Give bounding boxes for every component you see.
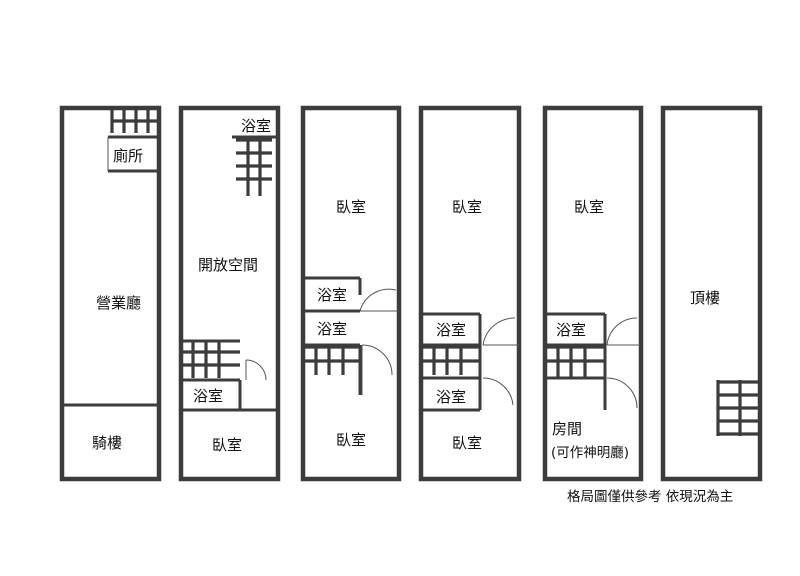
floor-2-open-space-label: 開放空間 [198, 256, 258, 274]
floor-5-stairs [545, 345, 605, 378]
floor-2-lower-bath-label: 浴室 [193, 387, 223, 405]
floor-5-outline [542, 105, 644, 482]
floor-5-room-label: 房間 [552, 420, 582, 438]
floor-3-bath1-label: 浴室 [317, 286, 347, 304]
floor-2-upper-stairs [236, 138, 272, 196]
floor-3-bath2-label: 浴室 [317, 320, 347, 338]
roof-stairs [716, 380, 758, 436]
floor-2-bedroom-label: 臥室 [212, 436, 242, 454]
floor-4-stairs [421, 345, 480, 375]
disclaimer-note: 格局圖僅供參考 依現況為主 [567, 489, 733, 505]
floor-3-plan: 臥室 浴室 浴室 臥室 [300, 105, 402, 482]
floor-1-toilet-label: 廁所 [113, 147, 143, 165]
floor-3-stairs [303, 345, 360, 375]
floor-2-door-swing [245, 359, 267, 381]
floor-1-main-hall-label: 營業廳 [96, 294, 141, 312]
floor-1-arcade-label: 騎樓 [92, 434, 122, 452]
floor-3-bath1-door-swing [359, 288, 397, 312]
floor-3-bottom-bedroom-label: 臥室 [336, 431, 366, 449]
floor-3-bath2-door-swing [361, 344, 393, 376]
floor-4-bath1-door-swing [482, 317, 516, 346]
floor-4-bath1-label: 浴室 [436, 321, 466, 339]
floor-3-outline [300, 105, 402, 482]
floor-2-plan: 浴室 開放空間 浴室 臥室 [178, 105, 281, 482]
floor-5-top-bedroom-label: 臥室 [574, 198, 604, 216]
floor-4-bath2-door-swing [482, 377, 514, 406]
floor-5-bath-door-swing [606, 317, 638, 346]
floor-3-top-bedroom-label: 臥室 [336, 198, 366, 216]
floor-4-outline [418, 105, 522, 482]
floor-5-plan: 臥室 浴室 房間 (可作神明廳) [542, 105, 644, 482]
floor-5-room-door-swing [606, 377, 638, 409]
floor-1-plan: 營業廳 廁所 騎樓 [59, 105, 162, 482]
floor-5-bath-label: 浴室 [556, 321, 586, 339]
floor-2-top-bath-label: 浴室 [241, 117, 271, 135]
roof-label: 頂樓 [690, 289, 720, 307]
floor-4-plan: 臥室 浴室 浴室 臥室 [418, 105, 522, 482]
roof-plan: 頂樓 [660, 105, 763, 482]
floor-4-bottom-bedroom-label: 臥室 [452, 434, 482, 452]
floor-1-stairs [110, 108, 158, 133]
floor-5-room-note-label: (可作神明廳) [551, 444, 629, 461]
floor-4-bath2-label: 浴室 [436, 388, 466, 406]
floor-2-outline [178, 105, 281, 482]
floor-2-lower-stairs [181, 341, 240, 378]
floor-4-top-bedroom-label: 臥室 [452, 198, 482, 216]
roof-outline [660, 105, 763, 482]
